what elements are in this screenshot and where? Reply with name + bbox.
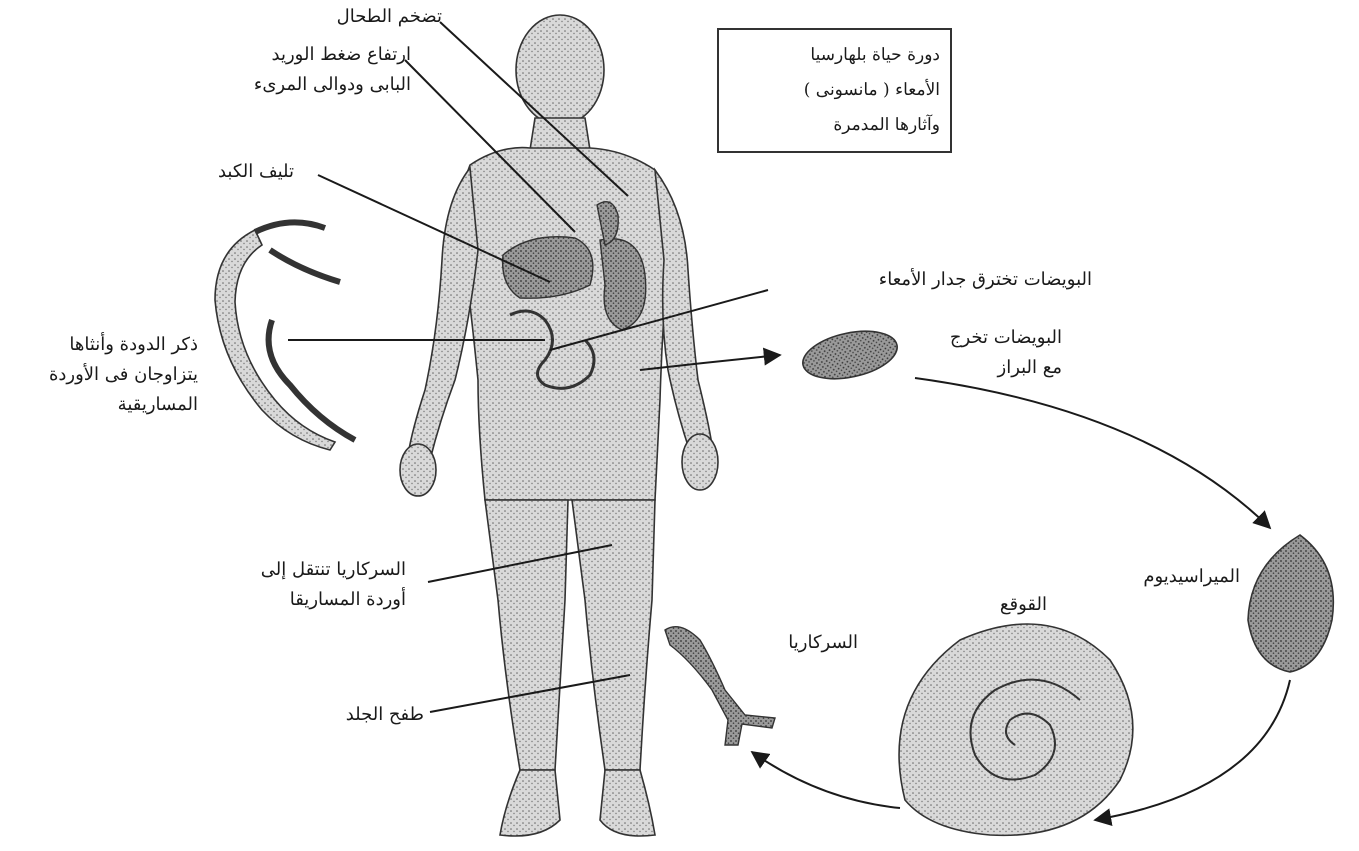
title-line-2: الأمعاء ( مانسونى ) — [729, 73, 940, 108]
label-portal-line2: البابى ودوالى المرىء — [254, 70, 411, 100]
label-worms-line1: ذكر الدودة وأنثاها — [49, 330, 198, 360]
label-portal-line1: ارتفاع ضغط الوريد — [254, 40, 411, 70]
label-eggs-out: البويضات تخرج مع البراز — [950, 323, 1062, 383]
right-leg-shape — [485, 500, 568, 770]
miracidium-illustration — [1248, 535, 1333, 672]
snail-shell-shape — [899, 624, 1133, 835]
label-worms: ذكر الدودة وأنثاها يتزاوجان فى الأوردة ا… — [49, 330, 198, 420]
label-worms-line3: المساريقية — [49, 390, 198, 420]
label-rash-text: طفح الجلد — [346, 700, 424, 730]
label-spleen-text: تضخم الطحال — [337, 2, 442, 32]
egg-illustration — [798, 324, 901, 387]
arrow-snail-to-cercaria — [752, 752, 900, 808]
label-cercariae-text: السركاريا — [788, 628, 858, 658]
left-leg-shape — [572, 500, 655, 770]
label-snail-text: القوقع — [1000, 590, 1047, 620]
label-eggs-out-line1: البويضات تخرج — [950, 323, 1062, 353]
label-portal: ارتفاع ضغط الوريد البابى ودوالى المرىء — [254, 40, 411, 100]
liver-shape — [503, 237, 593, 298]
label-worms-line2: يتزاوجان فى الأوردة — [49, 360, 198, 390]
label-eggs-wall-text: البويضات تخترق جدار الأمعاء — [879, 265, 1092, 295]
right-hand-shape — [400, 444, 436, 496]
title-line-3: وآثارها المدمرة — [729, 108, 940, 143]
snail-illustration — [899, 624, 1133, 835]
label-miracidium-text: الميراسيديوم — [1143, 562, 1240, 592]
torso-shape — [461, 148, 669, 500]
left-foot-shape — [600, 770, 655, 836]
right-foot-shape — [500, 770, 560, 836]
adult-worms-illustration — [215, 222, 355, 450]
head-shape — [516, 15, 604, 125]
label-spleen: تضخم الطحال — [337, 2, 442, 32]
label-cercariae: السركاريا — [788, 628, 858, 658]
label-snail: القوقع — [1000, 590, 1047, 620]
title-line-1: دورة حياة بلهارسيا — [729, 38, 940, 73]
title-box: دورة حياة بلهارسيا الأمعاء ( مانسونى ) و… — [717, 28, 952, 153]
label-cerc-move-line2: أوردة المساريقا — [261, 585, 406, 615]
label-liver-text: تليف الكبد — [218, 157, 294, 187]
left-arm-shape — [655, 170, 712, 452]
label-cerc-move-line1: السركاريا تنتقل إلى — [261, 555, 406, 585]
right-arm-shape — [408, 168, 478, 460]
label-eggs-wall: البويضات تخترق جدار الأمعاء — [879, 265, 1092, 295]
label-cerc-move: السركاريا تنتقل إلى أوردة المساريقا — [261, 555, 406, 615]
left-hand-shape — [682, 434, 718, 490]
label-miracidium: الميراسيديوم — [1143, 562, 1240, 592]
label-liver: تليف الكبد — [218, 157, 294, 187]
human-body-figure — [400, 15, 718, 836]
arrow-egg-to-miracidium — [915, 378, 1270, 528]
cercaria-illustration — [665, 627, 775, 745]
label-rash: طفح الجلد — [346, 700, 424, 730]
label-eggs-out-line2: مع البراز — [950, 353, 1062, 383]
